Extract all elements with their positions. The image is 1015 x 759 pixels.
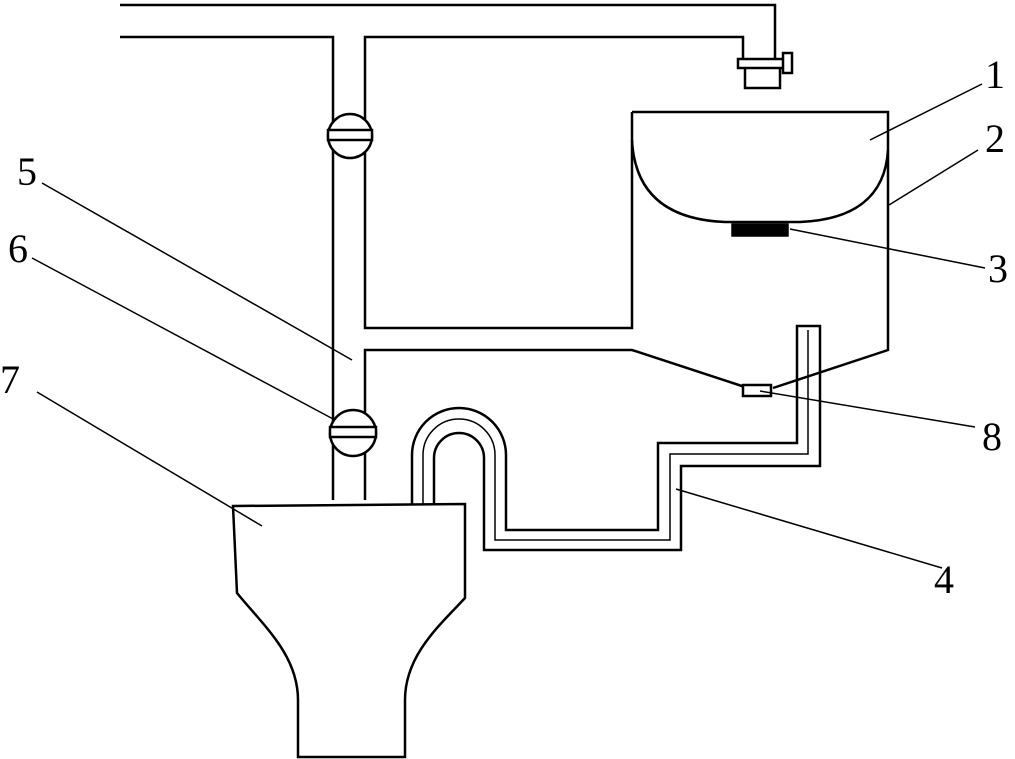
- supply-pipe: [120, 3, 777, 500]
- label-5: 5: [17, 149, 37, 194]
- drain-valve: [731, 223, 789, 237]
- label-6: 6: [8, 226, 28, 271]
- lower-valve: [328, 408, 378, 458]
- label-3: 3: [988, 246, 1008, 291]
- faucet: [736, 51, 794, 90]
- label-4: 4: [934, 557, 954, 602]
- water-tank: [632, 110, 890, 390]
- siphon-pipe: [410, 324, 822, 552]
- outlet-nozzle: [741, 383, 773, 398]
- label-1: 1: [985, 52, 1005, 97]
- leader-lines: [31, 83, 986, 569]
- label-2: 2: [985, 116, 1005, 161]
- toilet-bowl: [231, 502, 467, 759]
- upper-valve: [326, 112, 374, 160]
- basin: [630, 139, 890, 224]
- part-labels: 1 2 3 4 5 6 7 8: [0, 52, 1008, 602]
- label-8: 8: [982, 414, 1002, 459]
- label-7: 7: [0, 357, 20, 402]
